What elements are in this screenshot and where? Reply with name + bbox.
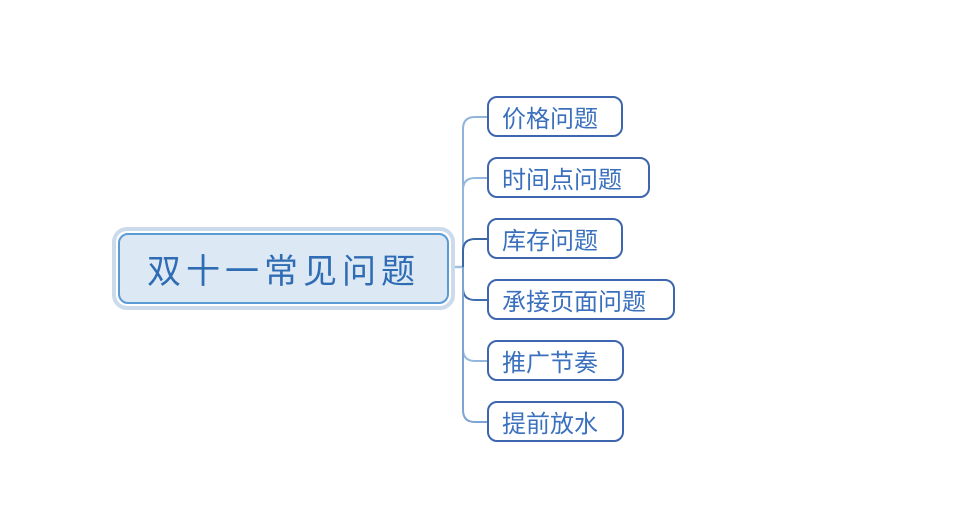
topic-label: 承接页面问题 [502, 290, 646, 316]
topic-early-release[interactable]: 提前放水 [487, 401, 624, 442]
root-topic-label: 双十一常见问题 [147, 254, 420, 291]
topic-label: 库存问题 [502, 229, 598, 255]
connector-child-3 [462, 238, 487, 267]
topic-inventory-issues[interactable]: 库存问题 [487, 218, 623, 259]
topic-promotion-rhythm[interactable]: 推广节奏 [487, 340, 624, 381]
topic-landing-page-issues[interactable]: 承接页面问题 [487, 279, 675, 320]
topic-label: 价格问题 [502, 107, 598, 133]
connector-child-6 [462, 267, 487, 423]
topic-label: 推广节奏 [502, 351, 598, 377]
topic-price-issues[interactable]: 价格问题 [487, 96, 623, 137]
topic-label: 时间点问题 [502, 168, 622, 194]
root-topic-selection-halo: 双十一常见问题 [112, 227, 455, 310]
connector-child-2 [462, 177, 487, 267]
root-topic[interactable]: 双十一常见问题 [118, 233, 449, 304]
topic-timing-issues[interactable]: 时间点问题 [487, 157, 650, 198]
connector-child-5 [462, 267, 487, 362]
topic-label: 提前放水 [502, 412, 598, 438]
connector-child-1 [462, 116, 487, 267]
connector-child-4 [462, 267, 487, 301]
